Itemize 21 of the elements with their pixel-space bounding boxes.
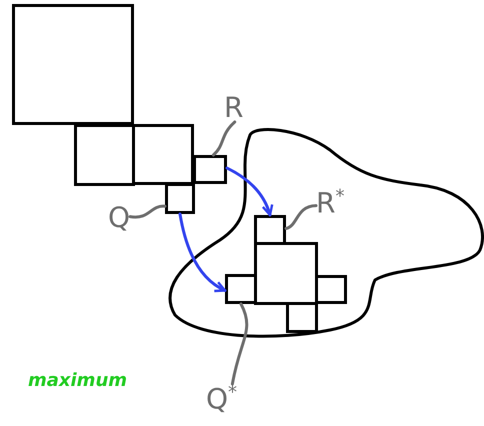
square	[254, 215, 286, 245]
arrow	[226, 166, 273, 216]
arrow	[178, 212, 226, 292]
annotation-text: maximum	[28, 370, 128, 391]
square	[12, 4, 134, 125]
letter-label: R	[224, 94, 244, 122]
letter-label: R$^{*}$	[316, 188, 344, 218]
leader-line	[230, 302, 248, 386]
letter-label: Q	[108, 204, 130, 232]
square	[132, 124, 194, 185]
leader-line	[212, 120, 236, 156]
square	[286, 302, 318, 333]
square	[74, 124, 135, 186]
leader-line	[128, 204, 166, 219]
square	[193, 155, 227, 184]
letter-label: Q$^{*}$	[206, 384, 238, 414]
square	[254, 242, 318, 305]
square	[315, 275, 347, 304]
square	[165, 183, 195, 214]
leader-line	[284, 204, 318, 230]
square	[225, 274, 257, 304]
